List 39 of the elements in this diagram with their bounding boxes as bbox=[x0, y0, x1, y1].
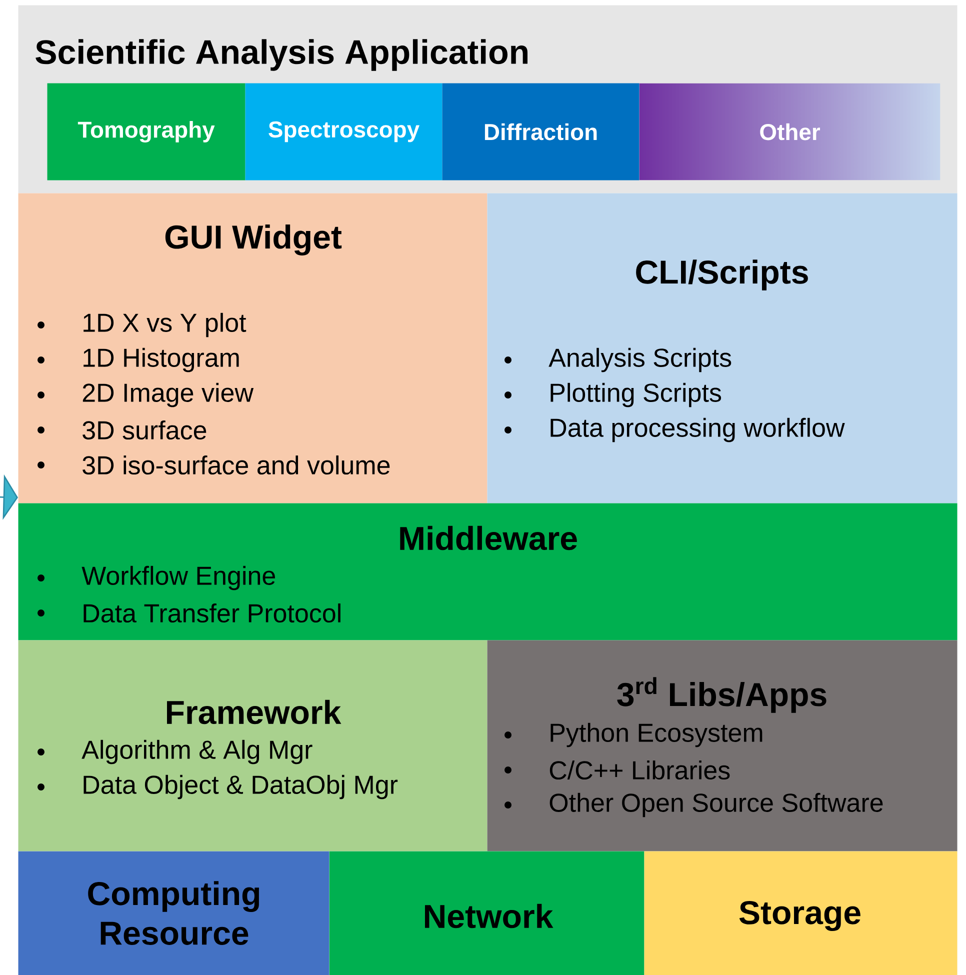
resource-box bbox=[644, 851, 958, 975]
heading: Middleware bbox=[400, 526, 577, 550]
bullet-item: 3D iso-surface and volume bbox=[38, 455, 390, 475]
module-box bbox=[442, 83, 640, 180]
heading: Spectroscopy bbox=[268, 121, 420, 142]
resource-box bbox=[18, 851, 330, 975]
heading: Tomography bbox=[78, 121, 215, 142]
module-box bbox=[47, 83, 246, 180]
bullet-item: C/C++ Libraries bbox=[504, 760, 730, 780]
bullet-item: 1D Histogram bbox=[38, 348, 239, 372]
heading: Other bbox=[760, 123, 820, 140]
bullet-item: Data processing workflow bbox=[504, 418, 845, 442]
bullet-item: Plotting Scripts bbox=[504, 382, 722, 408]
heading: Computing Resource bbox=[88, 881, 260, 945]
bullet-item: Data Object & DataObj Mgr bbox=[38, 774, 398, 800]
layer-panel bbox=[18, 640, 488, 852]
bullet-item: 1D X vs Y plot bbox=[38, 312, 246, 338]
bullet-item: Python Ecosystem bbox=[504, 722, 762, 748]
layer-panel bbox=[487, 640, 958, 852]
bullet-item: Analysis Scripts bbox=[504, 348, 732, 372]
heading: Scientific Analysis Application bbox=[36, 39, 528, 71]
heading: GUI Widget bbox=[165, 224, 342, 256]
bullet-item: Workflow Engine bbox=[38, 566, 275, 590]
heading: Framework bbox=[167, 700, 342, 724]
heading: 3$^{rd}$ Libs/Apps bbox=[617, 677, 826, 713]
heading: Storage bbox=[739, 900, 860, 932]
module-box bbox=[245, 83, 442, 180]
bullet-item: Algorithm & Alg Mgr bbox=[38, 740, 312, 764]
bullet-item: 3D surface bbox=[38, 420, 206, 440]
heading: Diffraction bbox=[484, 123, 597, 140]
layer-panel bbox=[487, 193, 958, 504]
heading: Network bbox=[424, 904, 554, 928]
layer-panel bbox=[18, 503, 958, 640]
bullet-item: Other Open Source Software bbox=[504, 792, 883, 818]
bullet-item: 2D Image view bbox=[38, 382, 254, 408]
resource-box bbox=[329, 851, 644, 975]
layer-panel bbox=[18, 193, 488, 504]
bullet-item: Data Transfer Protocol bbox=[38, 603, 340, 623]
heading: CLI/Scripts bbox=[636, 260, 808, 290]
